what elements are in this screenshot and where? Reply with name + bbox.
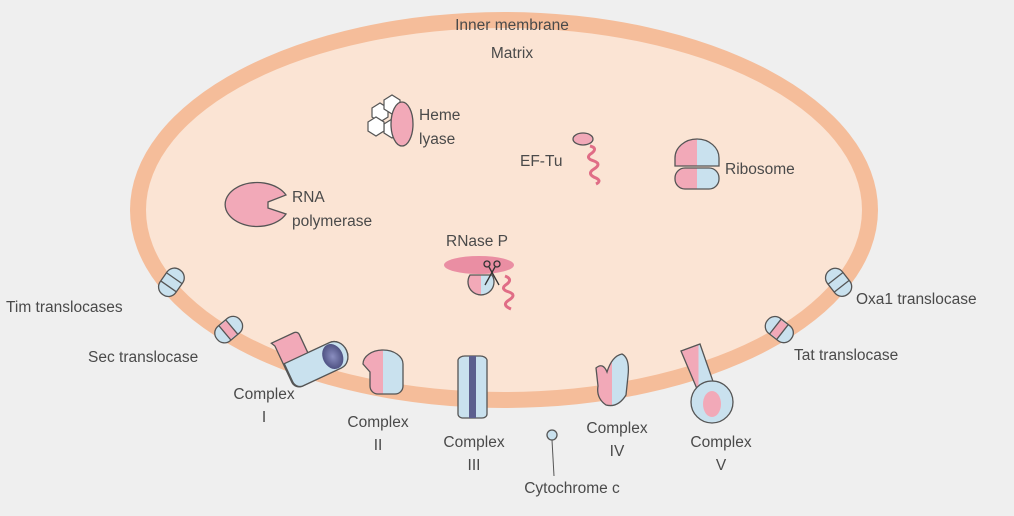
- complex-i-label-2: I: [262, 409, 266, 426]
- ef-tu-protein: [572, 132, 601, 186]
- complex-iii-label-1: Complex: [443, 434, 504, 451]
- complex-iv-label-2: IV: [610, 443, 625, 460]
- complex-i: [270, 331, 349, 388]
- heme-lyase-label-1: Heme: [419, 107, 460, 124]
- complex-iii-label-2: III: [468, 457, 481, 474]
- matrix: [146, 28, 862, 392]
- complex-ii-label-1: Complex: [347, 414, 408, 431]
- tim-translocases-label: Tim translocases: [6, 299, 123, 316]
- complex-iv-label-1: Complex: [586, 420, 647, 437]
- heme-lyase-label-2: lyase: [419, 131, 455, 148]
- tat-translocase-label: Tat translocase: [794, 347, 898, 364]
- complex-ii-label-2: II: [374, 437, 383, 454]
- ef-tu-label: EF-Tu: [520, 153, 562, 170]
- rnase-p-protein: [444, 256, 515, 311]
- rna-polymerase-label-2: polymerase: [292, 213, 372, 230]
- tim-translocase: [157, 267, 185, 298]
- oxa1-translocase: [824, 267, 853, 297]
- cytochrome-c: [546, 429, 558, 477]
- rnase-p-label: RNase P: [446, 233, 508, 250]
- complex-v-label-1: Complex: [690, 434, 751, 451]
- rna-polymerase-label-1: RNA: [292, 189, 325, 206]
- complex-i-label-1: Complex: [233, 386, 294, 403]
- cytochrome-c-label: Cytochrome c: [524, 480, 620, 497]
- complex-ii: [362, 349, 404, 395]
- complex-iii: [457, 355, 488, 419]
- inner-membrane-label: Inner membrane: [455, 17, 569, 34]
- ribosome-protein: [674, 138, 720, 190]
- ribosome-label: Ribosome: [725, 161, 795, 178]
- sec-translocase: [214, 315, 244, 344]
- complex-iv: [595, 353, 630, 407]
- complex-v-label-2: V: [716, 457, 727, 474]
- scissors-icon: [483, 260, 501, 286]
- complex-v: [680, 343, 734, 424]
- matrix-label: Matrix: [491, 45, 533, 62]
- tat-translocase: [764, 315, 794, 344]
- sec-translocase-label: Sec translocase: [88, 349, 198, 366]
- rna-polymerase-protein: [224, 181, 288, 228]
- heme-lyase-protein: [367, 94, 414, 147]
- oxa1-translocase-label: Oxa1 translocase: [856, 291, 977, 308]
